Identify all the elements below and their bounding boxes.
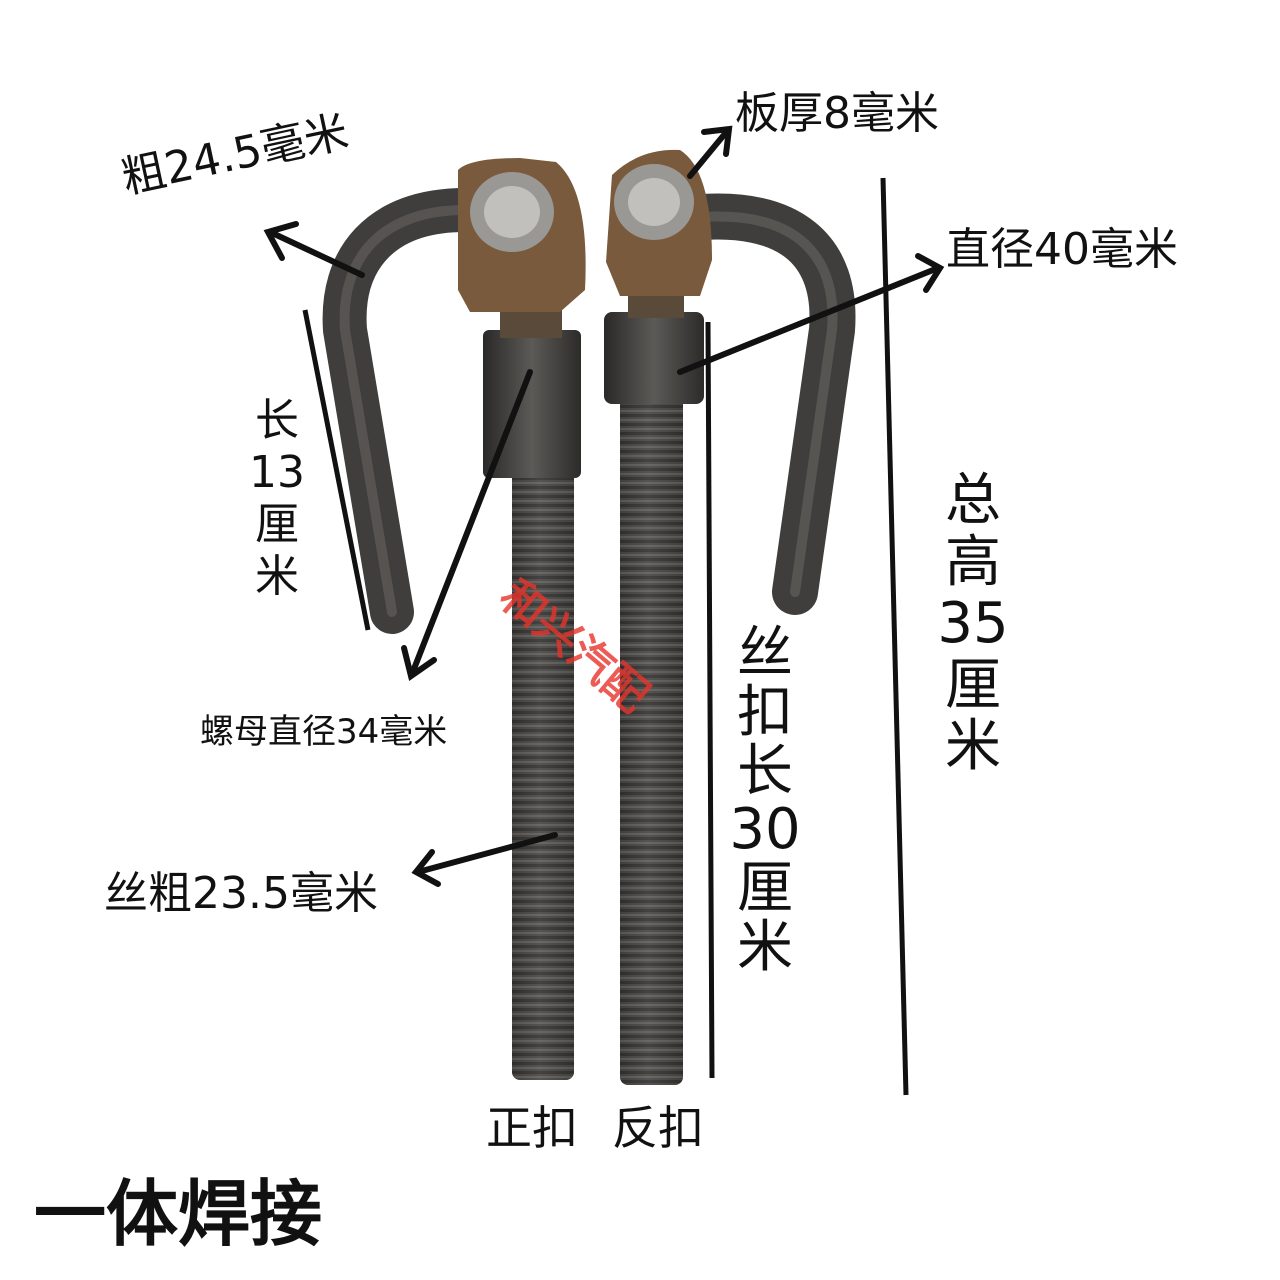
right-hand-thread-label: 正扣 [486,1101,578,1155]
right-hook-bolt [604,149,856,1085]
length-dimension-line [302,309,371,631]
total-height-label: 总 高 35 厘 米 [937,468,1009,780]
nut-diameter-label: 螺母直径34毫米 [200,712,448,752]
nut-arrow [401,369,533,681]
diameter-arrow [677,253,945,375]
diameter-label: 直径40毫米 [946,224,1178,275]
thread-dia-arrow [411,832,558,887]
thread-diameter-label: 丝粗23.5毫米 [104,868,378,919]
thickness-arrow [263,221,365,278]
right-round-nut [604,312,704,404]
plate-thickness-label: 板厚8毫米 [735,88,939,139]
left-hex-nut [483,330,581,478]
total-height-dimension-line [880,177,909,1096]
left-hook-bolt [322,158,586,1080]
welded-label: 一体焊接 [34,1172,323,1256]
thread-length-dimension-line [705,321,715,1079]
plate-arrow [687,125,733,179]
length-label: 长 13 厘 米 [249,395,305,602]
thread-length-label: 丝 扣 长 30 厘 米 [729,621,801,980]
left-hand-thread-label: 反扣 [612,1101,704,1155]
